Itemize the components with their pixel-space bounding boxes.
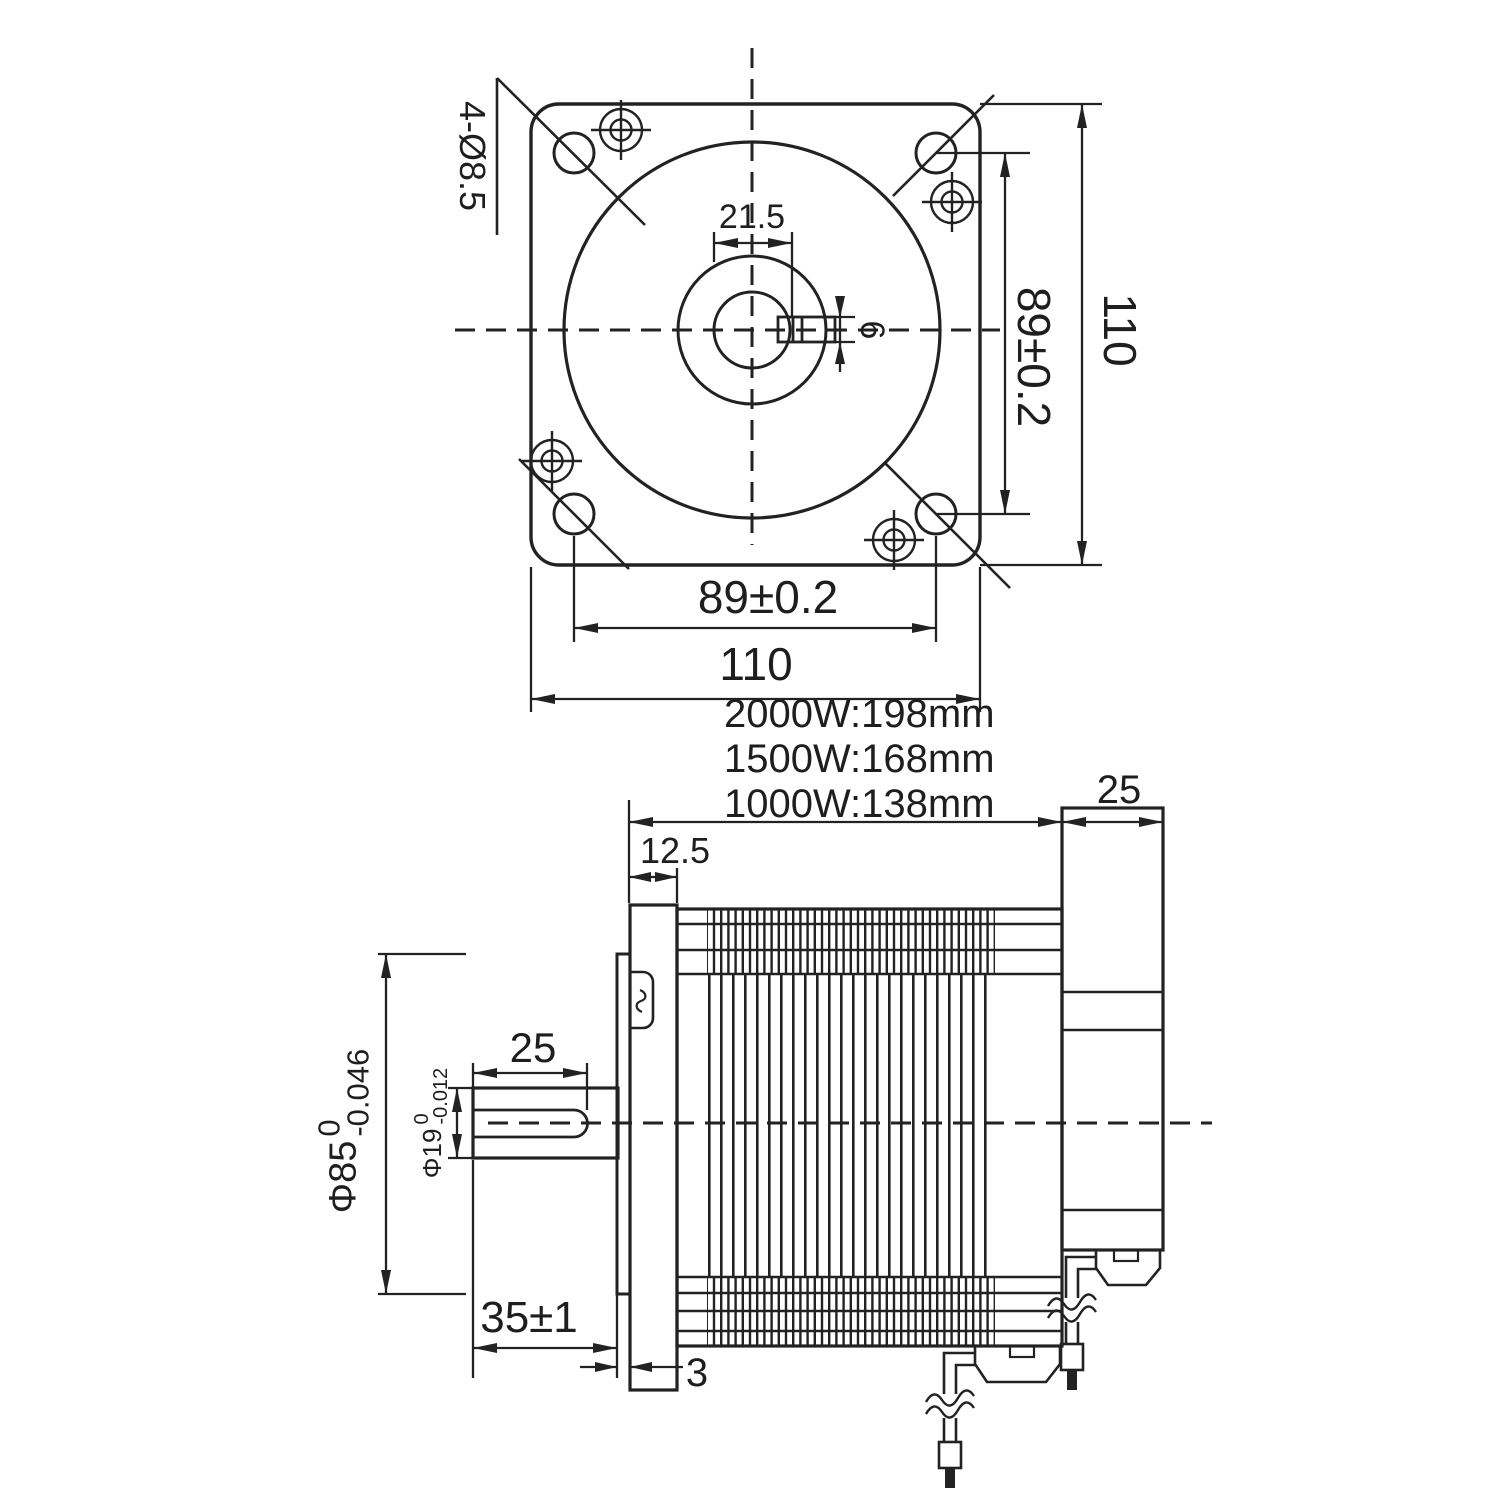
flange-tab bbox=[630, 970, 655, 1030]
label-hole-spacing-vertical: 89±0.2 bbox=[1008, 286, 1060, 428]
rear-housing bbox=[1060, 806, 1165, 1252]
screw-symbols bbox=[522, 100, 982, 570]
connector-right bbox=[1046, 1248, 1162, 1390]
label-key-width: 6 bbox=[853, 320, 891, 340]
front-view bbox=[455, 48, 1102, 712]
side-view bbox=[378, 800, 1212, 1488]
label-rear-cap-length: 25 bbox=[1096, 768, 1142, 812]
keyway-front bbox=[776, 315, 837, 344]
label-key-across-flats: 21.5 bbox=[718, 198, 786, 236]
pilot-dia-lower: -0.046 bbox=[341, 1048, 376, 1137]
front-dimensions bbox=[529, 102, 1102, 712]
length-option-2000w: 2000W:198mm bbox=[724, 692, 995, 736]
shaft-dia-lower: -0.012 bbox=[430, 1067, 452, 1125]
boss-circle bbox=[676, 254, 828, 406]
label-flange-offset: 12.5 bbox=[639, 830, 711, 871]
flange-outline bbox=[529, 102, 982, 567]
label-mounting-holes-note: 4-Ø8.5 bbox=[452, 100, 493, 212]
fins-top bbox=[707, 909, 995, 974]
label-pilot-diameter: Φ85 0-0.046 bbox=[311, 1048, 376, 1214]
shaft-keyway-slot bbox=[473, 1108, 589, 1139]
pilot-circle bbox=[562, 140, 942, 520]
pilot-dia-main: Φ85 bbox=[323, 1140, 365, 1214]
screw-bottom-left bbox=[522, 431, 582, 491]
screw-bottom-right bbox=[864, 510, 924, 570]
screw-top-left bbox=[591, 100, 651, 160]
leader-line bbox=[496, 77, 646, 226]
shaft-dia-main: Φ19 bbox=[417, 1128, 447, 1179]
label-pilot-step: 3 bbox=[685, 1351, 709, 1395]
label-shaft-length: 35±1 bbox=[480, 1293, 578, 1342]
front-centerlines bbox=[455, 48, 1000, 545]
fins-bottom bbox=[707, 1277, 995, 1346]
front-arrowheads bbox=[531, 104, 1087, 704]
label-key-length: 25 bbox=[509, 1024, 557, 1071]
length-options-table: 2000W:198mm 1500W:168mm 1000W:138mm bbox=[724, 692, 995, 826]
screw-top-right bbox=[922, 172, 982, 232]
side-arrowheads bbox=[381, 817, 1163, 1372]
label-frame-height: 110 bbox=[1094, 293, 1146, 367]
hole-bottom-left bbox=[552, 492, 596, 536]
connector-left bbox=[924, 1344, 1062, 1488]
label-hole-spacing-horizontal: 89±0.2 bbox=[697, 571, 839, 623]
label-frame-width: 110 bbox=[719, 638, 793, 690]
hole-top-left bbox=[552, 131, 596, 175]
fins-middle bbox=[707, 974, 995, 1277]
length-option-1500w: 1500W:168mm bbox=[724, 736, 995, 781]
length-option-1000w: 1000W:138mm bbox=[724, 781, 995, 826]
flange-tab-detail bbox=[635, 988, 647, 1014]
shaft-circle bbox=[712, 290, 792, 370]
motor-body bbox=[675, 907, 1064, 1348]
pilot-dia-upper: 0 bbox=[311, 1119, 347, 1137]
